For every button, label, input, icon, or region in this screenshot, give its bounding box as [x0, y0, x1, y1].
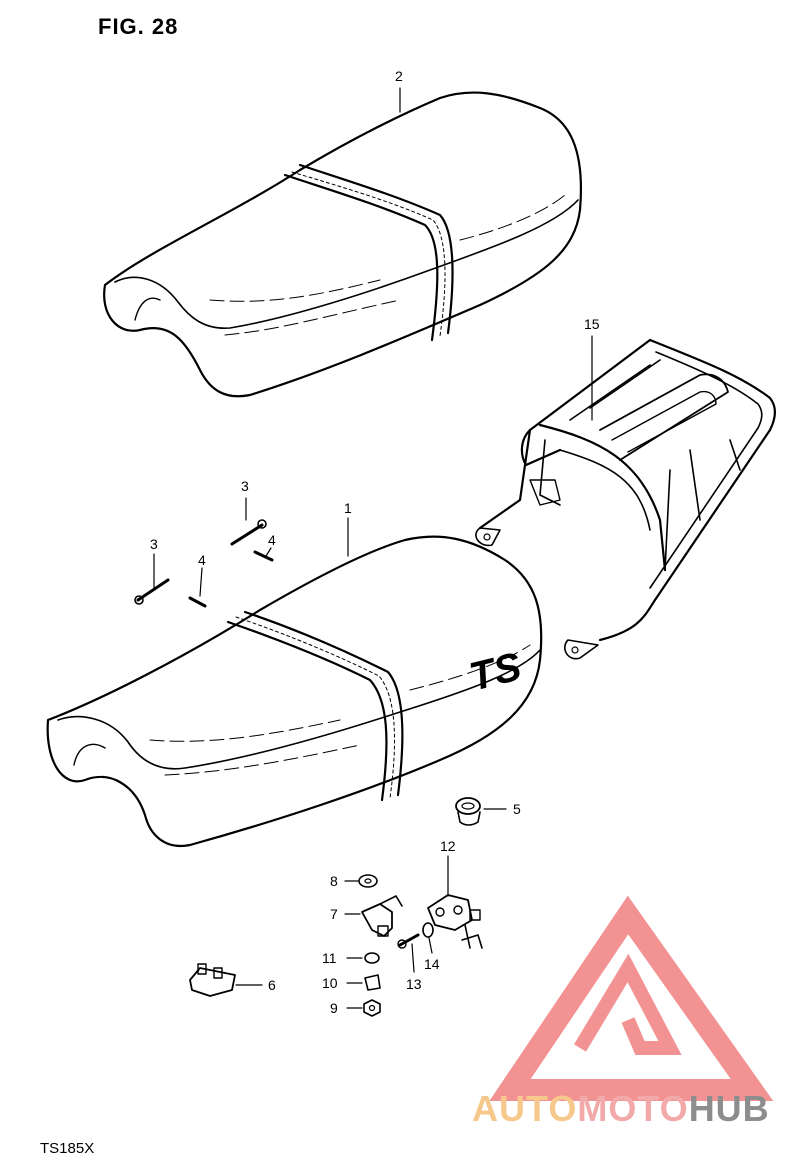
spring-washer-part-10: [364, 974, 381, 991]
callout-15: 15: [584, 316, 600, 332]
bracket-part-6: [189, 963, 236, 997]
leader-line: [411, 943, 415, 973]
leader-line: [265, 547, 272, 557]
figure-title: FIG. 28: [98, 14, 179, 39]
watermark-text: AUTOMOTOHUB: [472, 1088, 770, 1129]
model-code: TS185X: [40, 1140, 95, 1157]
bolt-part-3-upper: [230, 519, 267, 546]
grommet-part-5: [455, 797, 481, 826]
callout-3-upper: 3: [241, 478, 249, 494]
callout-4-lower: 4: [198, 552, 206, 568]
washer-part-8: [358, 874, 378, 888]
callout-13: 13: [406, 976, 422, 992]
seat-lower-part-1: [46, 535, 543, 848]
callout-12: 12: [440, 838, 456, 854]
callout-14: 14: [424, 956, 440, 972]
leader-line: [199, 567, 203, 597]
washer-part-11: [364, 952, 380, 964]
callout-8: 8: [330, 873, 338, 889]
callout-2: 2: [395, 68, 403, 84]
callout-1: 1: [344, 500, 352, 516]
screw-part-13: [397, 933, 420, 949]
pin-part-4-upper: [253, 550, 274, 562]
callout-5: 5: [513, 801, 521, 817]
callout-6: 6: [268, 977, 276, 993]
leader-line: [428, 937, 433, 954]
callout-9: 9: [330, 1000, 338, 1016]
watermark-logo: [489, 895, 774, 1101]
callout-10: 10: [322, 975, 338, 991]
seat-lock-part-12: [427, 894, 483, 949]
callout-7: 7: [330, 906, 338, 922]
callout-3-lower: 3: [150, 536, 158, 552]
callout-4-upper: 4: [268, 532, 276, 548]
seat-upper-part-2: [103, 91, 582, 398]
pin-part-4-lower: [188, 596, 207, 608]
callout-11: 11: [322, 950, 337, 966]
stay-part-7: [361, 895, 403, 937]
nut-part-9: [363, 999, 381, 1017]
carrier-rack-part-15: [475, 338, 776, 660]
washer-part-14: [422, 922, 434, 938]
bolt-part-3-lower: [134, 578, 170, 605]
